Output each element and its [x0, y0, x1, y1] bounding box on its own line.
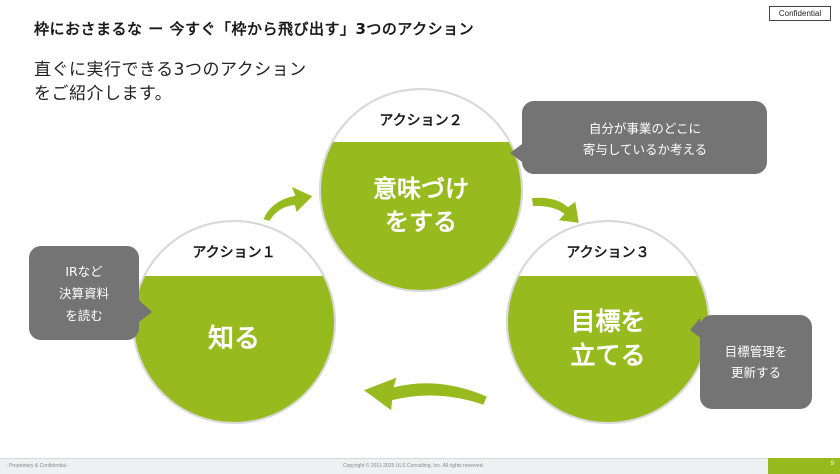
note-callout-1: IRなど 決算資料 を読む — [29, 246, 152, 340]
action-2-label-line-1: 意味づけ — [373, 175, 469, 203]
note-1-line-3: を読む — [65, 308, 103, 323]
action-2-label-line-2: をする — [385, 208, 457, 236]
action-2-circle: アクション２ 意味づけ をする — [319, 88, 523, 292]
note-1-line-2: 決算資料 — [59, 286, 110, 301]
footer-copyright: Copyright © 2011-2025 ULS Consulting, In… — [343, 463, 484, 469]
action-1-circle: アクション１ 知る — [132, 220, 336, 424]
slide-footer: - Proprietary & Confidential - Copyright… — [0, 458, 840, 474]
action-3-label-line-2: 立てる — [570, 341, 645, 370]
page-number: 9 — [830, 461, 834, 467]
arrow-action2-to-action3-icon — [529, 195, 582, 226]
intro-line-1: 直ぐに実行できる3つのアクション — [34, 60, 307, 80]
arrow-action1-to-action2-icon — [260, 183, 316, 224]
note-1-line-1: IRなど — [65, 264, 103, 279]
note-3-line-1: 目標管理を — [725, 344, 788, 359]
note-callout-3: 目標管理を 更新する — [690, 315, 812, 409]
confidential-badge: Confidential — [769, 6, 831, 21]
action-1-heading: アクション１ — [192, 245, 275, 261]
action-2-heading: アクション２ — [379, 113, 462, 129]
note-3-line-2: 更新する — [731, 365, 781, 380]
arrow-action3-to-action1-icon — [359, 374, 490, 414]
note-2-line-1: 自分が事業のどこに — [589, 121, 701, 136]
slide-title: 枠におさまるな ー 今すぐ「枠から飛び出す」3つのアクション — [34, 20, 475, 38]
intro-line-2: をご紹介します。 — [34, 84, 173, 104]
action-3-circle: アクション３ 目標を 立てる — [506, 220, 710, 424]
footer-confidentiality: - Proprietary & Confidential - — [6, 463, 70, 469]
page-number-box: 9 — [768, 458, 840, 474]
action-3-heading: アクション３ — [566, 245, 649, 261]
intro-text: 直ぐに実行できる3つのアクション をご紹介します。 — [34, 58, 307, 106]
action-1-label: 知る — [208, 324, 260, 354]
action-cycle-diagram: アクション１ 知る アクション２ 意味づけ をする アクション３ 目標を 立てる… — [29, 88, 812, 424]
note-callout-2: 自分が事業のどこに 寄与しているか考える — [510, 101, 767, 174]
action-3-label-line-1: 目標を — [570, 307, 645, 336]
note-2-line-2: 寄与しているか考える — [583, 142, 707, 157]
